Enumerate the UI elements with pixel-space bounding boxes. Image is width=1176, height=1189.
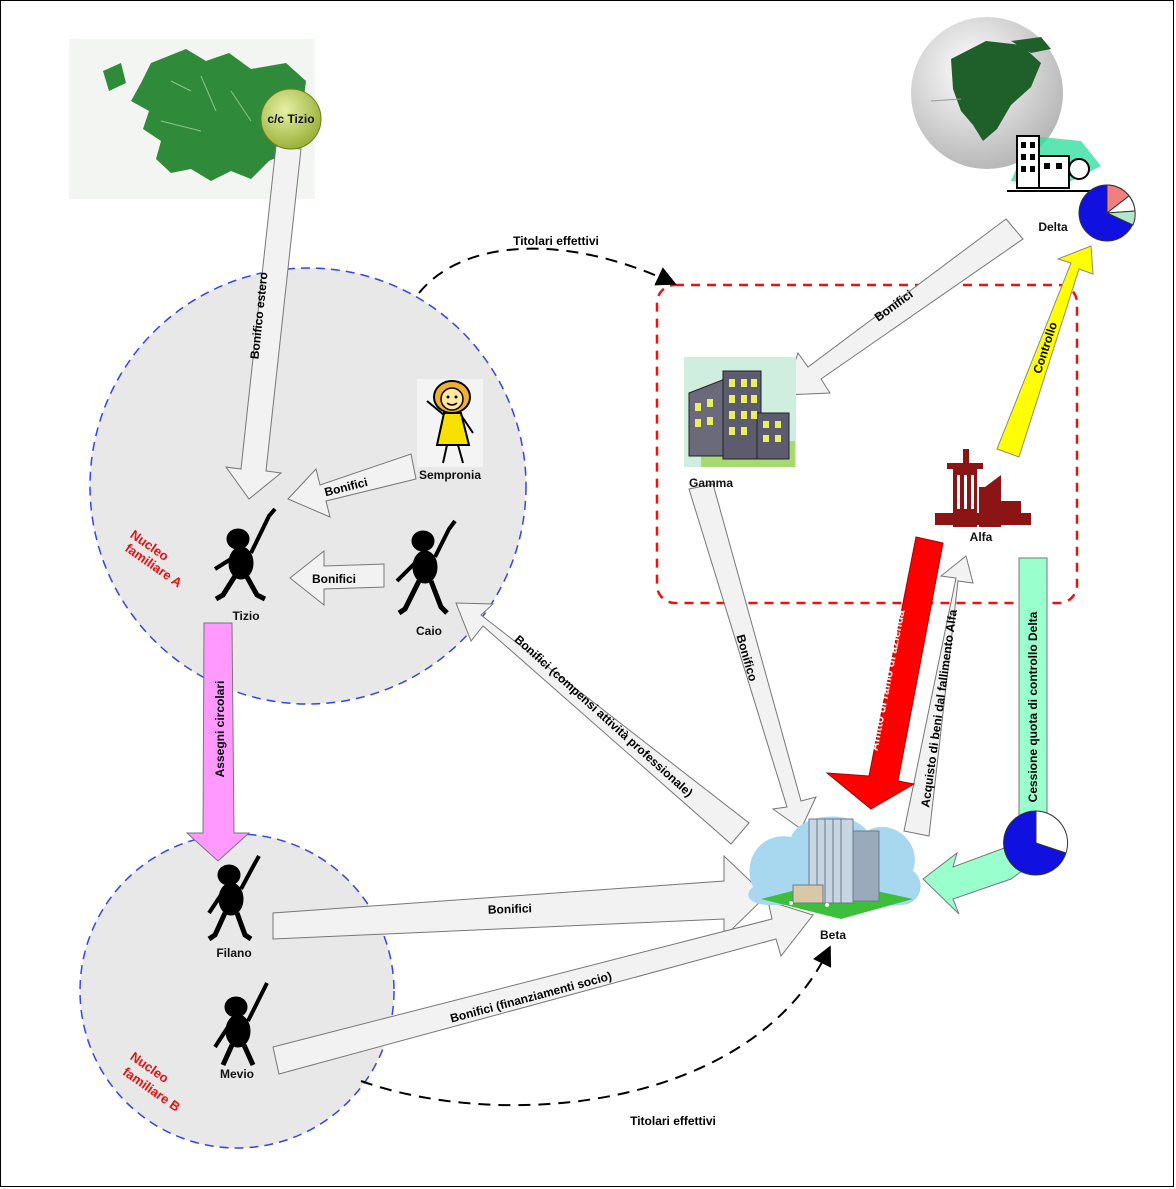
arrow-bonifici-sempronia bbox=[287, 453, 417, 518]
alfa-building-icon bbox=[935, 449, 1031, 527]
label-bonifici-filano: Bonifici bbox=[488, 901, 532, 917]
cessione-pie-icon bbox=[1003, 810, 1069, 876]
delta-pie-icon bbox=[1078, 184, 1136, 242]
dashed-arrow-titolari-top bbox=[418, 247, 677, 294]
sempronia-person-icon bbox=[417, 379, 483, 467]
sempronia-label: Sempronia bbox=[419, 468, 481, 482]
alfa-label: Alfa bbox=[970, 530, 993, 544]
label-titolari-bottom: Titolari effettivi bbox=[630, 1114, 716, 1128]
arrow-affitto bbox=[825, 536, 944, 810]
arrow-compensi bbox=[455, 602, 750, 845]
label-titolari-top: Titolari effettivi bbox=[513, 234, 599, 248]
filano-label: Filano bbox=[216, 946, 251, 960]
tizio-person-icon bbox=[213, 507, 277, 602]
dashed-arrow-titolari-bottom bbox=[360, 945, 832, 1107]
tizio-label: Tizio bbox=[232, 609, 259, 623]
gamma-building-icon bbox=[684, 357, 796, 467]
mevio-label: Mevio bbox=[220, 1067, 254, 1081]
cc-tizio-node: c/c Tizio bbox=[260, 88, 322, 150]
label-compensi: Bonifici (compensi attività professional… bbox=[512, 632, 696, 799]
arrow-bonifici-filano bbox=[272, 854, 767, 940]
caio-label: Caio bbox=[416, 624, 442, 638]
label-cessione: Cessione quota di controllo Delta bbox=[1026, 611, 1040, 802]
gamma-label: Gamma bbox=[689, 476, 733, 490]
label-bonifici-caio: Bonifici bbox=[312, 572, 356, 586]
arrow-acquisto bbox=[903, 555, 974, 837]
arrow-controllo bbox=[996, 245, 1094, 458]
cc-tizio-label: c/c Tizio bbox=[267, 112, 314, 126]
mevio-person-icon bbox=[213, 982, 269, 1067]
arrow-bonifici-caio bbox=[289, 549, 385, 607]
arrow-assegni-circolari bbox=[185, 622, 251, 862]
arrow-bonifici-delta-gamma bbox=[783, 218, 1024, 396]
beta-building-icon bbox=[748, 816, 921, 919]
arrow-bonifico-gamma-beta bbox=[688, 483, 817, 830]
globe-icon bbox=[911, 17, 1063, 169]
filano-person-icon bbox=[207, 855, 261, 942]
caio-person-icon bbox=[395, 519, 457, 616]
beta-label: Beta bbox=[820, 928, 846, 942]
delta-building-icon bbox=[1007, 135, 1091, 192]
label-assegni-circolari: Assegni circolari bbox=[213, 681, 227, 778]
arrow-bonifico-estero bbox=[224, 145, 302, 500]
label-controllo: Controllo bbox=[1030, 320, 1060, 375]
alfa-gamma-group-box bbox=[655, 283, 1079, 605]
delta-label: Delta bbox=[1038, 220, 1068, 234]
arrow-finanziamenti bbox=[272, 900, 814, 1075]
